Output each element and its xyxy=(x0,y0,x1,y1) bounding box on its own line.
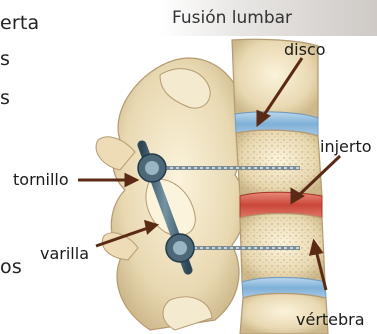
label-varilla: varilla xyxy=(40,244,89,263)
posterior-elements xyxy=(96,58,245,330)
label-injerto: injerto xyxy=(320,137,372,156)
label-tornillo: tornillo xyxy=(13,170,69,189)
label-disco: disco xyxy=(284,40,326,59)
label-vertebra: vértebra xyxy=(296,310,365,329)
vertebral-bodies xyxy=(232,39,328,334)
